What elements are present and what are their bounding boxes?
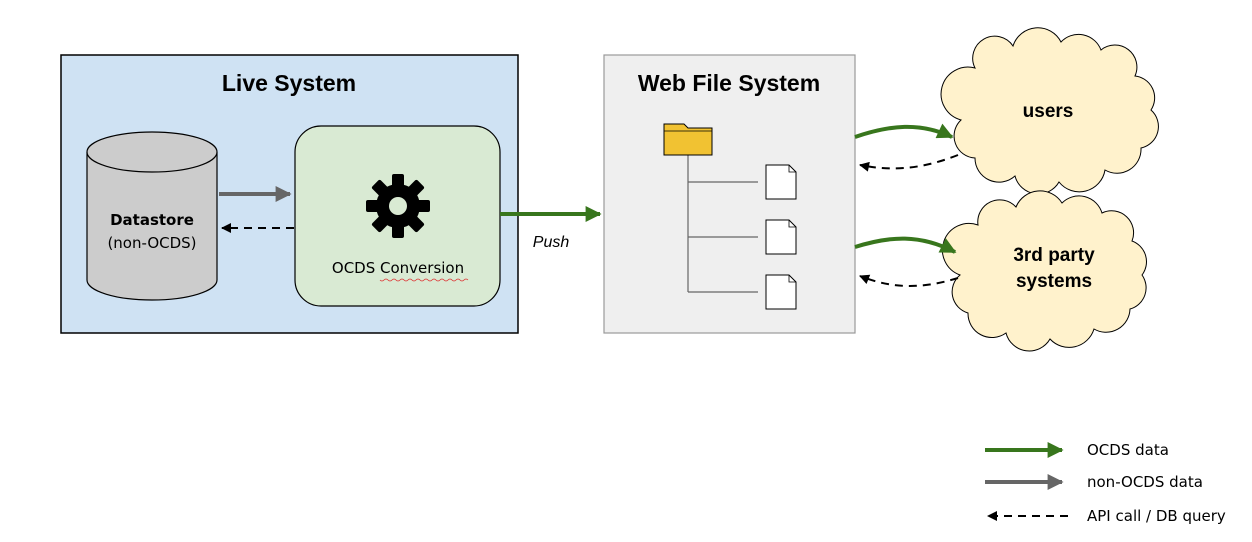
datastore-cylinder: Datastore (non-OCDS) bbox=[86, 131, 218, 301]
ocds-arrow-third-party bbox=[854, 236, 957, 254]
third-party-cloud: 3rd party systems bbox=[941, 190, 1147, 352]
legend-ocds-label: OCDS data bbox=[1087, 441, 1169, 459]
datastore-label: Datastore bbox=[110, 211, 194, 229]
web-file-system-title: Web File System bbox=[638, 70, 820, 96]
web-file-system-box: Web File System bbox=[603, 54, 856, 334]
datastore-sublabel: (non-OCDS) bbox=[107, 234, 196, 252]
api-call-arrow-third-party bbox=[859, 274, 959, 287]
file-icon bbox=[765, 274, 797, 310]
legend-api-label: API call / DB query bbox=[1087, 507, 1226, 525]
third-party-label-line1: 3rd party bbox=[1013, 245, 1095, 266]
ocds-conversion-box: OCDS Conversion bbox=[294, 125, 501, 307]
gear-icon bbox=[366, 174, 430, 238]
legend: OCDS data non-OCDS data API call / DB qu… bbox=[985, 441, 1226, 525]
users-cloud: users bbox=[940, 27, 1159, 195]
push-label: Push bbox=[533, 234, 570, 251]
live-system-title: Live System bbox=[222, 70, 356, 96]
ocds-conversion-label: OCDS Conversion bbox=[332, 259, 464, 277]
file-icon bbox=[765, 164, 797, 200]
third-party-label-line2: systems bbox=[1016, 271, 1092, 292]
spellcheck-underline bbox=[379, 278, 469, 282]
file-icon bbox=[765, 219, 797, 255]
file-tree bbox=[687, 155, 758, 293]
folder-icon bbox=[663, 123, 713, 156]
users-label: users bbox=[1023, 101, 1074, 122]
api-call-arrow-users bbox=[859, 154, 959, 172]
legend-non-ocds-label: non-OCDS data bbox=[1087, 473, 1203, 491]
ocds-arrow-users bbox=[854, 123, 954, 139]
